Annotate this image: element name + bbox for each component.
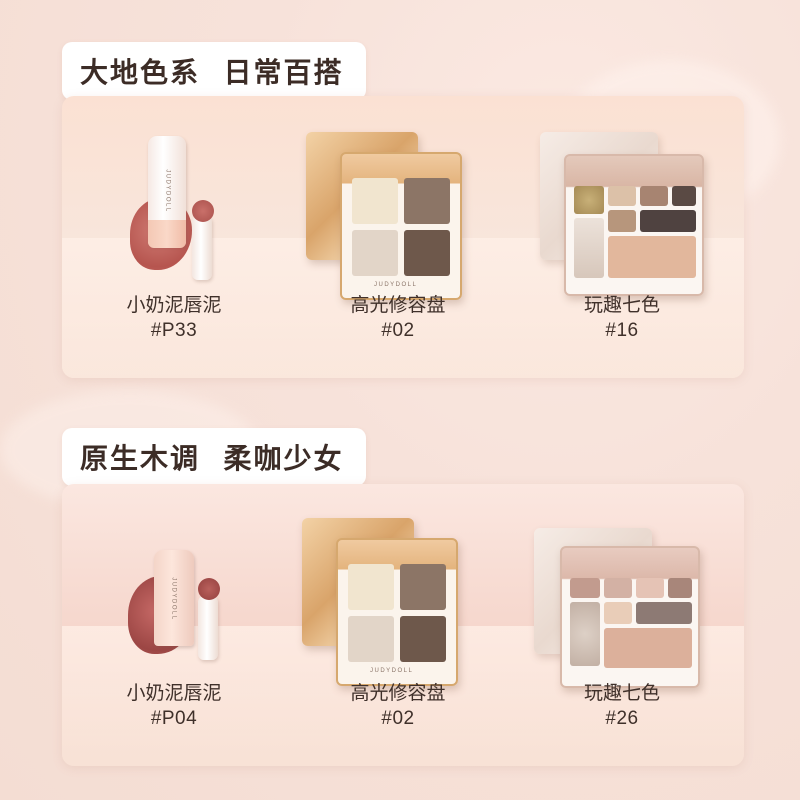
- product-shade: #02: [381, 708, 415, 729]
- section-title: 原生木调 柔咖少女: [80, 442, 344, 475]
- product-eyeshadow-palette[interactable]: 玩趣七色 #26: [522, 484, 722, 766]
- product-shade: #P33: [150, 320, 198, 341]
- eyeshadow-pan-glitter: [570, 602, 600, 666]
- product-shade: #02: [381, 320, 415, 341]
- product-shade: #P04: [150, 708, 198, 729]
- product-card-row: JUDYDOLL 小奶泥唇泥 #P33 JUDYDOLL 高光修容盘 #02: [62, 96, 744, 378]
- product-name: 高光修容盘: [350, 295, 446, 316]
- product-eyeshadow-palette[interactable]: 玩趣七色 #16: [522, 96, 722, 378]
- eyeshadow-pan-blush: [636, 578, 664, 598]
- contour-pan-brown: [400, 616, 446, 662]
- lip-applicator-cap: [198, 596, 218, 660]
- eyeshadow-pan-shimmer: [574, 218, 604, 278]
- highlight-pan-cream: [348, 564, 394, 610]
- product-name: 高光修容盘: [350, 683, 446, 704]
- lip-applicator-tip: [198, 578, 220, 600]
- section-title: 大地色系 日常百搭: [80, 56, 344, 89]
- eyeshadow-pan-nude: [604, 602, 632, 624]
- eyeshadow-pan-cocoa: [668, 578, 692, 598]
- eyeshadow-pan-peach: [604, 628, 692, 668]
- section-title-bar: 原生木调 柔咖少女: [62, 428, 366, 486]
- highlight-pan-cream: [352, 178, 398, 224]
- tube-brand-text: JUDYDOLL: [170, 577, 177, 621]
- product-shade: #16: [605, 320, 639, 341]
- eyeshadow-pan-taupe: [636, 602, 692, 624]
- product-lip-mud[interactable]: JUDYDOLL 小奶泥唇泥 #P04: [74, 484, 274, 766]
- lip-applicator-cap: [192, 216, 212, 280]
- palette-brand-text: JUDYDOLL: [374, 282, 418, 288]
- eyeshadow-pan-dark: [672, 186, 696, 206]
- lip-tube-body: [154, 550, 194, 646]
- palette-brand-text: JUDYDOLL: [370, 668, 414, 674]
- highlight-pan-pearl: [348, 616, 394, 662]
- product-name: 小奶泥唇泥: [126, 683, 222, 704]
- eyeshadow-pan-charcoal: [640, 210, 696, 232]
- contour-pan-taupe: [400, 564, 446, 610]
- lip-tube-base: [148, 220, 186, 248]
- eyeshadow-pan-gold-glitter: [574, 186, 604, 214]
- product-shade: #26: [605, 708, 639, 729]
- lip-applicator-tip: [192, 200, 214, 222]
- eyeshadow-pan-beige: [608, 186, 636, 206]
- contour-pan-brown: [404, 230, 450, 276]
- contour-pan-taupe: [404, 178, 450, 224]
- product-name: 玩趣七色: [583, 683, 660, 704]
- palette-case: [336, 538, 458, 686]
- eyeshadow-pan-brown: [640, 186, 668, 206]
- tube-brand-text: JUDYDOLL: [164, 169, 171, 213]
- product-contour-palette[interactable]: JUDYDOLL 高光修容盘 #02: [298, 484, 498, 766]
- highlight-pan-pearl: [352, 230, 398, 276]
- product-card-row: JUDYDOLL 小奶泥唇泥 #P04 JUDYDOLL 高光修容盘 #02: [62, 484, 744, 766]
- eyeshadow-pan-rose: [570, 578, 600, 598]
- eyeshadow-pan-tan: [608, 210, 636, 232]
- product-contour-palette[interactable]: JUDYDOLL 高光修容盘 #02: [298, 96, 498, 378]
- palette-case: [340, 152, 462, 300]
- product-name: 玩趣七色: [583, 295, 660, 316]
- product-name: 小奶泥唇泥: [126, 295, 222, 316]
- product-lip-mud[interactable]: JUDYDOLL 小奶泥唇泥 #P33: [74, 96, 274, 378]
- eyeshadow-pan-peach: [608, 236, 696, 278]
- eyeshadow-pan-mauve: [604, 578, 632, 598]
- section-title-bar: 大地色系 日常百搭: [62, 42, 366, 100]
